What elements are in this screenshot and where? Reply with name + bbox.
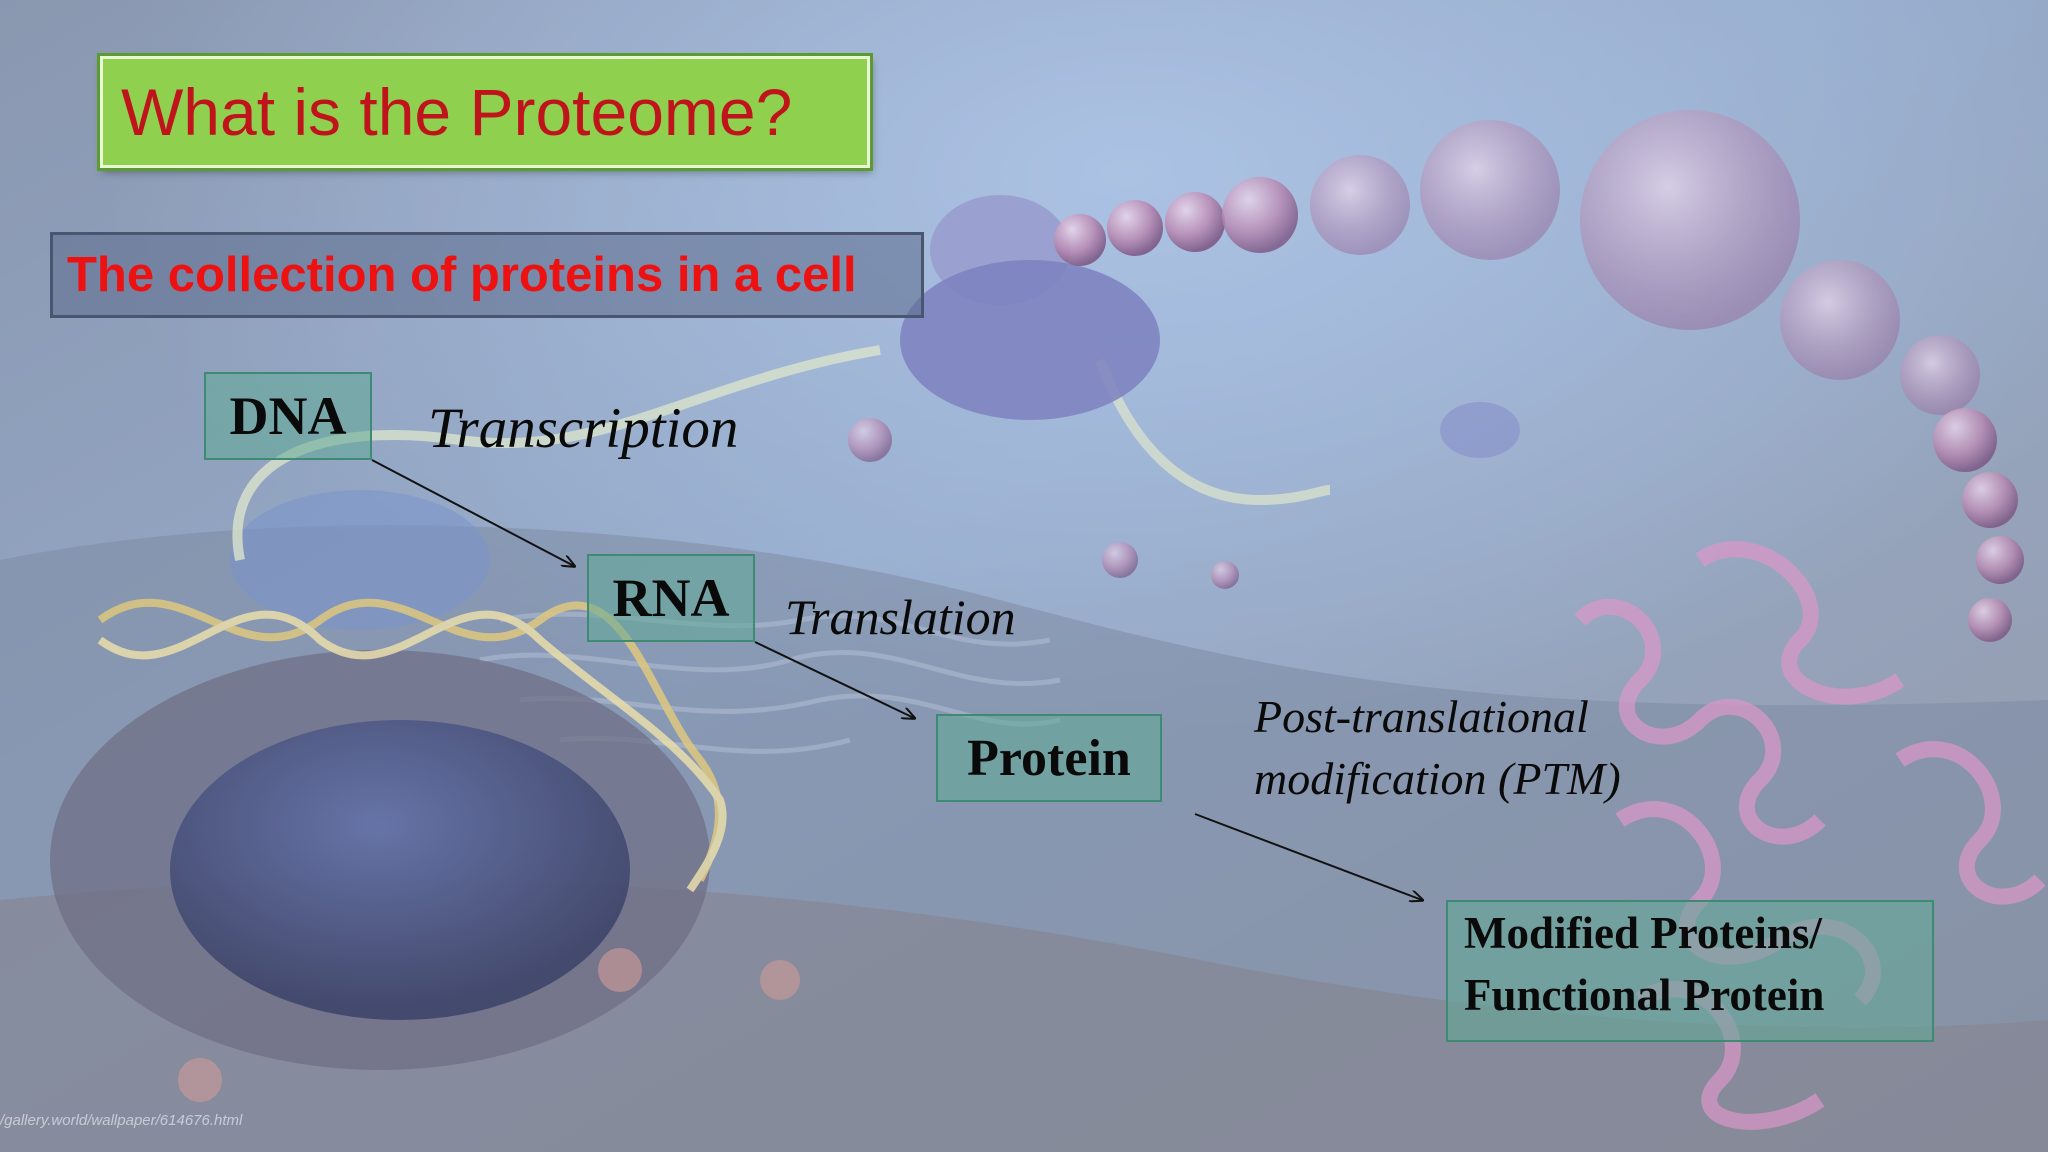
image-watermark: /gallery.world/wallpaper/614676.html xyxy=(0,1112,243,1129)
slide-subtitle: The collection of proteins in a cell xyxy=(67,248,857,302)
subtitle-box: The collection of proteins in a cell xyxy=(50,232,924,318)
slide-title: What is the Proteome? xyxy=(121,75,793,149)
modified-protein-line1: Modified Proteins/ xyxy=(1464,908,1822,958)
rna-label: RNA xyxy=(612,568,730,628)
modified-protein-node: Modified Proteins/ Functional Protein xyxy=(1446,900,1934,1042)
protein-node: Protein xyxy=(936,714,1162,802)
translation-label: Translation xyxy=(785,589,1016,645)
transcription-label: Transcription xyxy=(428,397,739,460)
rna-node: RNA xyxy=(587,554,755,642)
protein-label: Protein xyxy=(967,729,1131,787)
ptm-label-line2: modification (PTM) xyxy=(1254,753,1621,804)
ptm-label-line1: Post-translational xyxy=(1254,691,1589,742)
dna-label: DNA xyxy=(229,386,347,446)
ptm-label: Post-translational modification (PTM) xyxy=(1254,686,1621,810)
modified-protein-line2: Functional Protein xyxy=(1464,970,1825,1020)
title-box: What is the Proteome? xyxy=(100,56,870,168)
dna-node: DNA xyxy=(204,372,372,460)
